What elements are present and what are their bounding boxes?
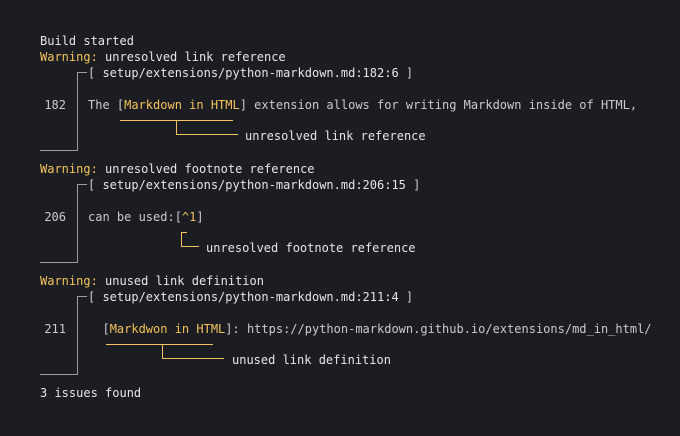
issue-3-warning: Warning: unused link definition	[40, 274, 264, 288]
file-location: setup/extensions/python-markdown.md:206:…	[102, 178, 406, 192]
issue-1-warning: Warning: unresolved link reference	[40, 50, 286, 64]
line-number: 211	[44, 322, 66, 336]
code-highlight: Markdown in HTML	[124, 98, 240, 112]
underline-connector	[176, 134, 238, 135]
gutter-corner	[77, 296, 87, 297]
underline-connector	[181, 232, 182, 246]
build-started-text: Build started	[40, 34, 134, 48]
issue-2-warning: Warning: unresolved footnote reference	[40, 162, 315, 176]
issue-1-annotation: unresolved link reference	[245, 129, 426, 143]
issue-1-code: The [Markdown in HTML] extension allows …	[88, 98, 638, 112]
gutter-corner	[77, 72, 87, 73]
code-highlight: Markdwon in HTML	[109, 322, 226, 336]
code-highlight: ^1	[181, 210, 197, 224]
warning-text: unused link definition	[97, 274, 264, 288]
warning-text: unresolved footnote reference	[97, 162, 315, 176]
underline-marker	[181, 232, 187, 233]
issue-3-location[interactable]: [ setup/extensions/python-markdown.md:21…	[88, 290, 414, 304]
gutter-corner	[40, 150, 78, 151]
gutter-corner	[40, 374, 78, 375]
issue-2-annotation: unresolved footnote reference	[206, 241, 416, 255]
line-number: 206	[44, 210, 66, 224]
gutter-corner	[77, 184, 87, 185]
issue-2-location[interactable]: [ setup/extensions/python-markdown.md:20…	[88, 178, 421, 192]
underline-connector	[162, 358, 224, 359]
issue-2-code: can be used:[^1]	[88, 210, 204, 224]
warning-text: unresolved link reference	[97, 50, 286, 64]
issue-3-annotation: unused link definition	[232, 353, 391, 367]
file-location: setup/extensions/python-markdown.md:211:…	[102, 290, 399, 304]
underline-connector	[162, 344, 163, 358]
gutter-line	[77, 184, 78, 262]
underline-connector	[181, 246, 199, 247]
gutter-corner	[40, 262, 78, 263]
underline-connector	[176, 120, 177, 134]
gutter-line	[77, 296, 78, 374]
warning-label: Warning:	[40, 162, 98, 176]
issue-3-code: [Markdwon in HTML]: https://python-markd…	[88, 322, 652, 336]
underline-marker	[106, 344, 213, 345]
issues-found-summary: 3 issues found	[40, 386, 142, 400]
warning-label: Warning:	[40, 274, 98, 288]
issue-1-location[interactable]: [ setup/extensions/python-markdown.md:18…	[88, 66, 414, 80]
file-location: setup/extensions/python-markdown.md:182:…	[102, 66, 399, 80]
line-number: 182	[44, 98, 66, 112]
warning-label: Warning:	[40, 50, 98, 64]
gutter-line	[77, 72, 78, 150]
